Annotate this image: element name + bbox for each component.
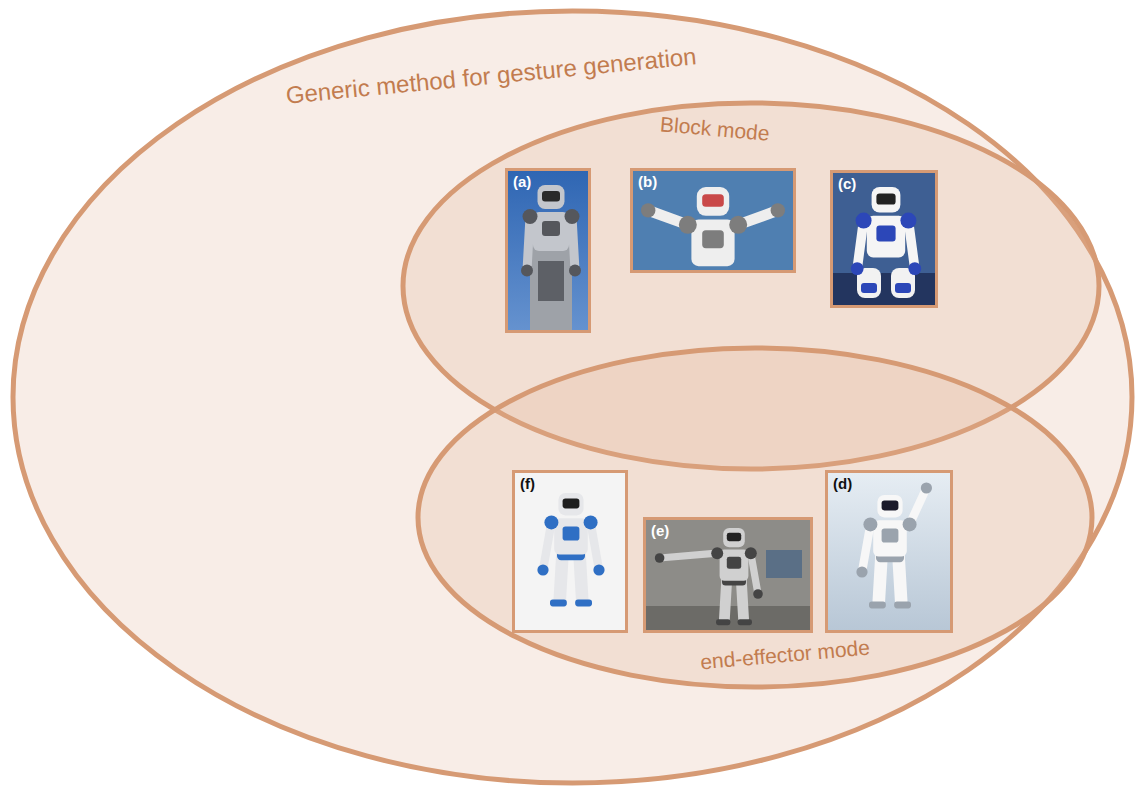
region-ellipse: Generic method for gesture generationBlo… <box>10 8 1135 786</box>
robot-photo <box>508 171 588 330</box>
photo-frame: (f) <box>512 470 628 633</box>
photo-label: (a) <box>513 174 531 191</box>
photo-frame: (b) <box>630 168 796 273</box>
robot-photo <box>646 520 810 630</box>
robot-photo <box>833 173 935 305</box>
photo-label: (b) <box>638 174 657 191</box>
photo-frame: (d) <box>825 470 953 633</box>
photo-frame: (a) <box>505 168 591 333</box>
photo-label: (d) <box>833 476 852 493</box>
photo-frame: (c) <box>830 170 938 308</box>
photo-label: (e) <box>651 523 669 540</box>
robot-photo <box>828 473 950 630</box>
region-ellipse: end-effector mode(f)(e)(d) <box>415 345 1095 690</box>
robot-photo <box>515 473 625 630</box>
photo-label: (c) <box>838 176 856 193</box>
photo-frame: (e) <box>643 517 813 633</box>
photo-label: (f) <box>520 476 535 493</box>
